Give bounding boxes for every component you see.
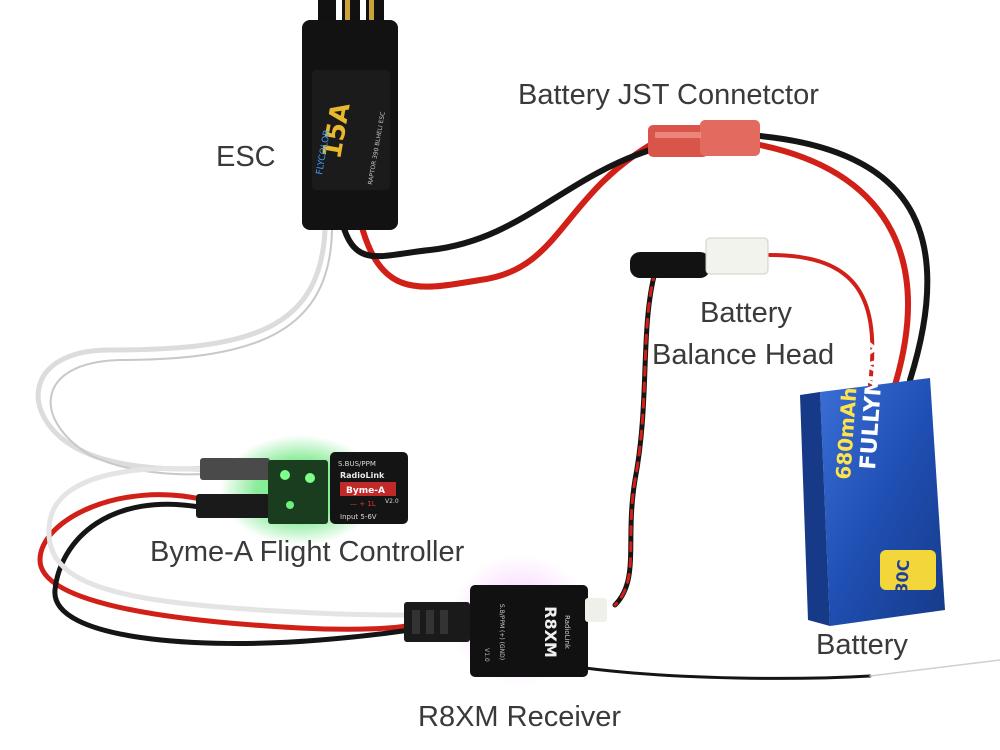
battery-jst-connector-label: Battery JST Connetctor bbox=[518, 79, 819, 111]
esc-label: ESC bbox=[216, 141, 276, 173]
fc-model-text: Byme-A bbox=[346, 486, 385, 496]
receiver-module: R8XM RadioLink S.B/PPM (+) (GND) V1.0 bbox=[404, 555, 607, 685]
receiver-version-text: V1.0 bbox=[483, 648, 490, 662]
battery-label: Battery bbox=[816, 629, 908, 661]
balance-head-connector bbox=[630, 237, 769, 278]
jst-connector bbox=[648, 120, 760, 157]
wires bbox=[35, 133, 1000, 680]
battery-balance-head-label-line1: Battery bbox=[700, 297, 792, 329]
flight-controller-module: S.BUS/PPM RadioLink Byme-A V2.0 — + 1L I… bbox=[196, 435, 408, 545]
receiver-pins-text: S.B/PPM (+) (GND) bbox=[498, 604, 505, 660]
fc-input-text: Input 5-6V bbox=[340, 513, 377, 521]
battery-pack: FULLYMAX 680mAh 30C bbox=[800, 340, 945, 626]
fc-polarity-text: — + 1L bbox=[350, 500, 376, 508]
flight-controller-label: Byme-A Flight Controller bbox=[150, 536, 465, 568]
battery-rate-text: 30C bbox=[892, 559, 913, 594]
battery-balance-head-label-line2: Balance Head bbox=[652, 339, 835, 371]
receiver-model-text: R8XM bbox=[541, 606, 560, 658]
fc-version-text: V2.0 bbox=[385, 498, 399, 505]
receiver-label: R8XM Receiver bbox=[418, 701, 622, 733]
fc-port-text: S.BUS/PPM bbox=[338, 460, 376, 468]
fc-brand-text: RadioLink bbox=[340, 471, 385, 480]
esc-module: 15A FLYCOLOR RAPTOR 390 BLHELI ESC bbox=[302, 20, 398, 230]
receiver-brand-text: RadioLink bbox=[563, 615, 571, 650]
